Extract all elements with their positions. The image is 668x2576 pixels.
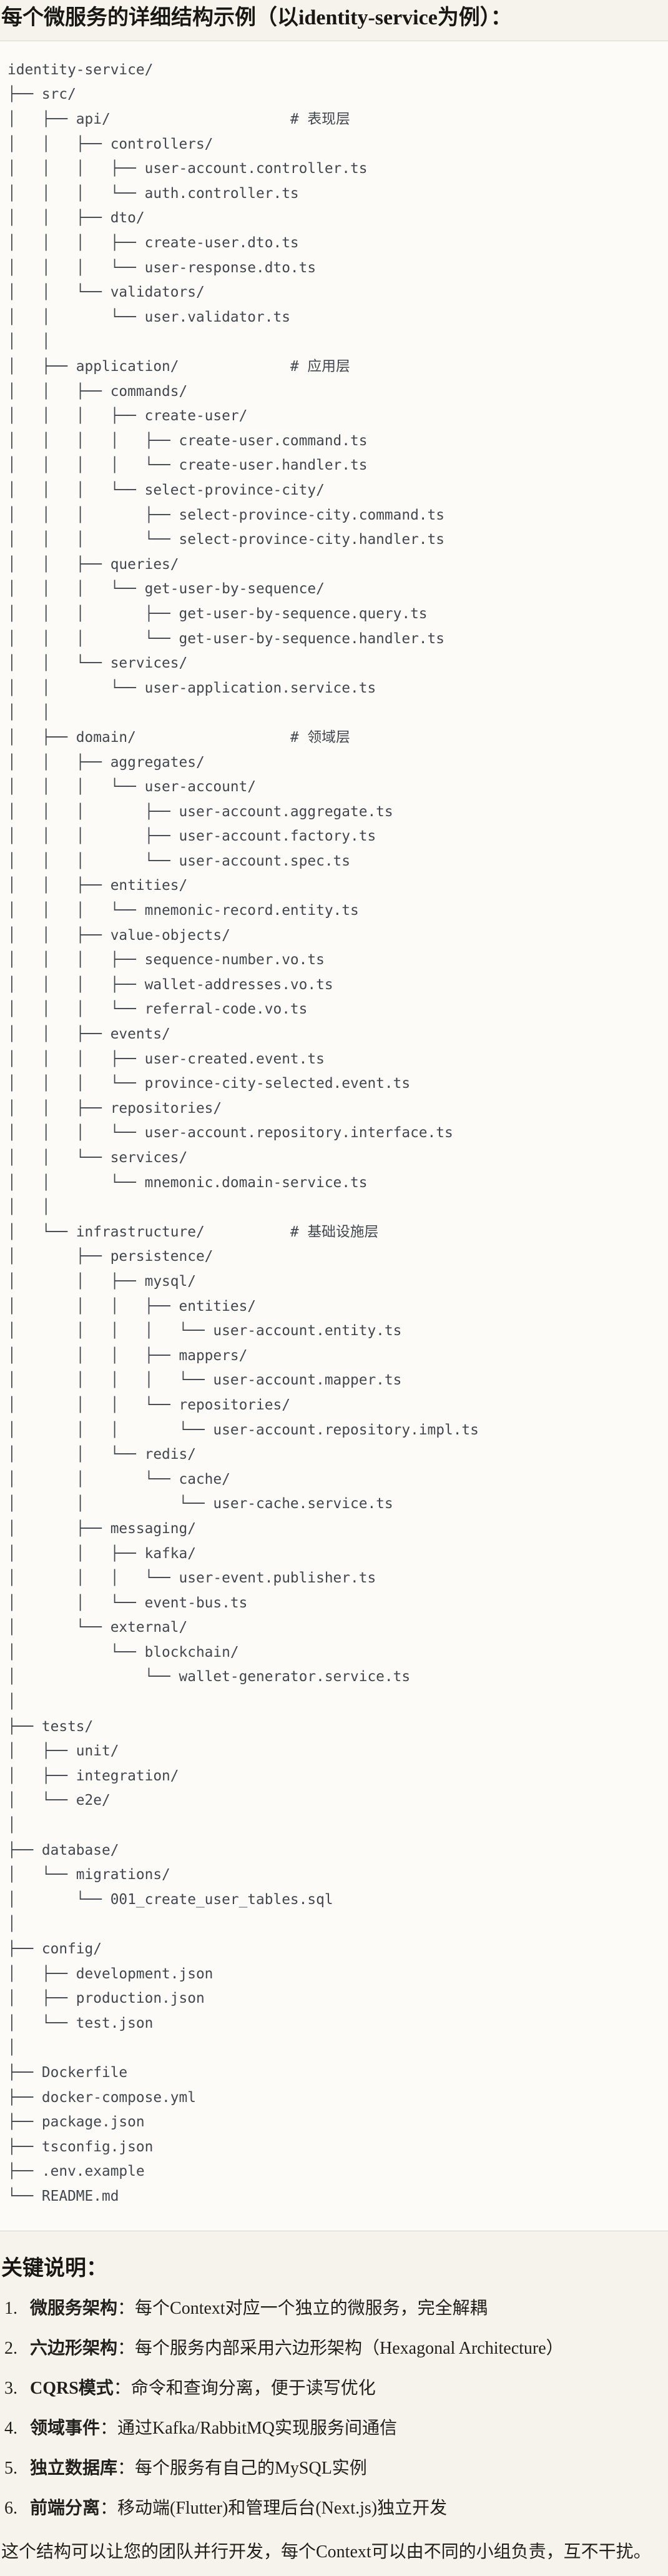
note-number: 3.	[4, 2378, 17, 2398]
note-label: 六边形架构	[30, 2338, 118, 2358]
note-number: 4.	[4, 2418, 17, 2438]
footer-note: 这个结构可以让您的团队并行开发，每个Context可以由不同的小组负责，互不干扰…	[1, 2542, 651, 2562]
note-label: 领域事件	[30, 2418, 101, 2438]
note-label: 前端分离	[30, 2498, 101, 2518]
note-item: 1. 微服务架构：每个Context对应一个独立的微服务，完全解耦	[1, 2297, 667, 2319]
notes-heading: 关键说明：	[1, 2256, 107, 2280]
notes-list: 1. 微服务架构：每个Context对应一个独立的微服务，完全解耦 2. 六边形架构…	[1, 2297, 667, 2519]
directory-tree: identity-service/ ├── src/ │ ├── api/ # …	[7, 61, 479, 2204]
code-block: identity-service/ ├── src/ │ ├── api/ # …	[0, 40, 668, 2231]
note-text: ：每个服务内部采用六边形架构（Hexagonal Architecture）	[117, 2338, 564, 2358]
note-item: 3. CQRS模式：命令和查询分离，便于读写优化	[1, 2377, 667, 2399]
note-item: 4. 领域事件：通过Kafka/RabbitMQ实现服务间通信	[1, 2417, 667, 2439]
note-number: 2.	[4, 2338, 17, 2358]
note-text: ：每个Context对应一个独立的微服务，完全解耦	[117, 2298, 488, 2318]
note-label: 微服务架构	[30, 2298, 118, 2318]
note-number: 5.	[4, 2458, 17, 2478]
page-title: 每个微服务的详细结构示例（以identity-service为例）：	[1, 6, 512, 29]
note-label: CQRS模式	[30, 2378, 114, 2398]
note-text: ：通过Kafka/RabbitMQ实现服务间通信	[100, 2418, 397, 2438]
note-item: 5. 独立数据库：每个服务有自己的MySQL实例	[1, 2457, 667, 2479]
note-number: 1.	[4, 2298, 17, 2318]
note-text: ：命令和查询分离，便于读写优化	[113, 2378, 376, 2398]
note-number: 6.	[4, 2498, 17, 2518]
note-text: ：每个服务有自己的MySQL实例	[117, 2458, 367, 2478]
note-text: ：移动端(Flutter)和管理后台(Next.js)独立开发	[100, 2498, 448, 2518]
note-label: 独立数据库	[30, 2458, 118, 2478]
note-item: 6. 前端分离：移动端(Flutter)和管理后台(Next.js)独立开发	[1, 2497, 667, 2519]
note-item: 2. 六边形架构：每个服务内部采用六边形架构（Hexagonal Architec…	[1, 2337, 667, 2359]
